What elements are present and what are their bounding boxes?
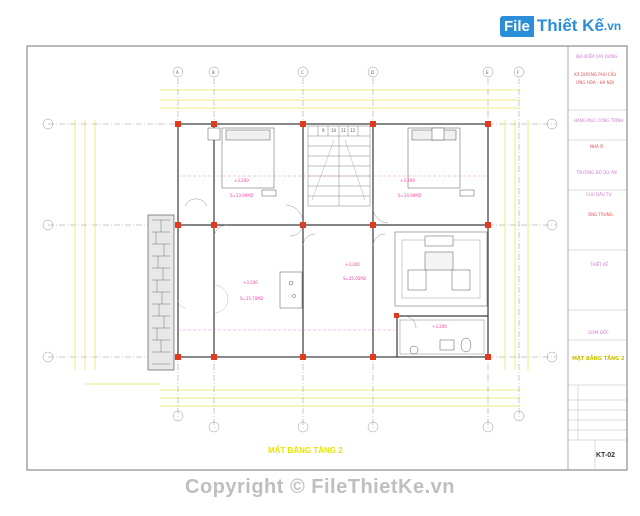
living-area: S=25.05M2 bbox=[343, 276, 367, 281]
axis-label: F bbox=[517, 70, 520, 75]
plan-title: MẶT BẰNG TẦNG 2 bbox=[268, 446, 343, 455]
dimension-lines bbox=[74, 89, 529, 407]
tb-label: CHỦ ĐẦU TƯ bbox=[586, 192, 612, 197]
hall-area: S=15.70M2 bbox=[240, 296, 264, 301]
tb-value: ỨNG HÒA - HÀ NỘI bbox=[576, 80, 614, 85]
title-block-frame bbox=[567, 45, 628, 471]
doors bbox=[177, 198, 417, 329]
stair-number: 10 bbox=[331, 128, 337, 133]
tb-label: HẠNG MỤC CÔNG TRÌNH bbox=[574, 118, 624, 123]
tb-label: ĐỊA ĐIỂM XÂY DỰNG bbox=[576, 54, 618, 59]
tb-drawing-name: MẶT BẰNG TẦNG 2 bbox=[572, 356, 625, 362]
sheet-number: KT-02 bbox=[596, 452, 616, 459]
bedroom1-level: +3.200 bbox=[234, 178, 249, 183]
bedroom2-level: +3.200 bbox=[400, 178, 415, 183]
walls bbox=[177, 123, 489, 358]
bedroom1-area: S=13.09M2 bbox=[230, 193, 254, 198]
logo-file-text: File bbox=[500, 15, 534, 37]
sheet-border bbox=[26, 45, 628, 471]
stair-number: 11 bbox=[341, 128, 347, 133]
furniture bbox=[207, 127, 488, 355]
tb-label: TRƯỞNG ĐỘ DỰ ÁN bbox=[576, 170, 617, 175]
axis-label: B bbox=[212, 70, 215, 75]
hall-level: +3.200 bbox=[243, 280, 258, 285]
tb-label: THIẾT KẾ bbox=[590, 262, 609, 267]
stair-number: 12 bbox=[350, 128, 356, 133]
logo-domain-text: .vn bbox=[603, 19, 622, 33]
tb-value: XÃ DƯƠNG PHÚ CẦU bbox=[574, 72, 617, 77]
copyright-watermark: Copyright © FileThietKe.vn bbox=[185, 476, 455, 498]
bedroom2-area: S=14.09M2 bbox=[398, 193, 422, 198]
brand-logo[interactable]: File Thiết Kế .vn bbox=[500, 14, 621, 38]
tb-value: NHÀ Ở bbox=[590, 144, 604, 149]
axis-label: C bbox=[301, 70, 304, 75]
axis-label: E bbox=[486, 70, 489, 75]
tb-label: GIÁM ĐỐC bbox=[588, 330, 609, 335]
wc-level: +3.200 bbox=[432, 324, 447, 329]
logo-thietke-text: Thiết Kế bbox=[536, 16, 604, 35]
stair-number: 9 bbox=[322, 128, 325, 133]
axis-label: A bbox=[176, 70, 179, 75]
axis-label: D bbox=[371, 70, 375, 75]
living-level: +3.200 bbox=[345, 262, 360, 267]
tb-value: ÔNG TRUNG bbox=[588, 212, 613, 217]
staircase bbox=[307, 125, 371, 207]
